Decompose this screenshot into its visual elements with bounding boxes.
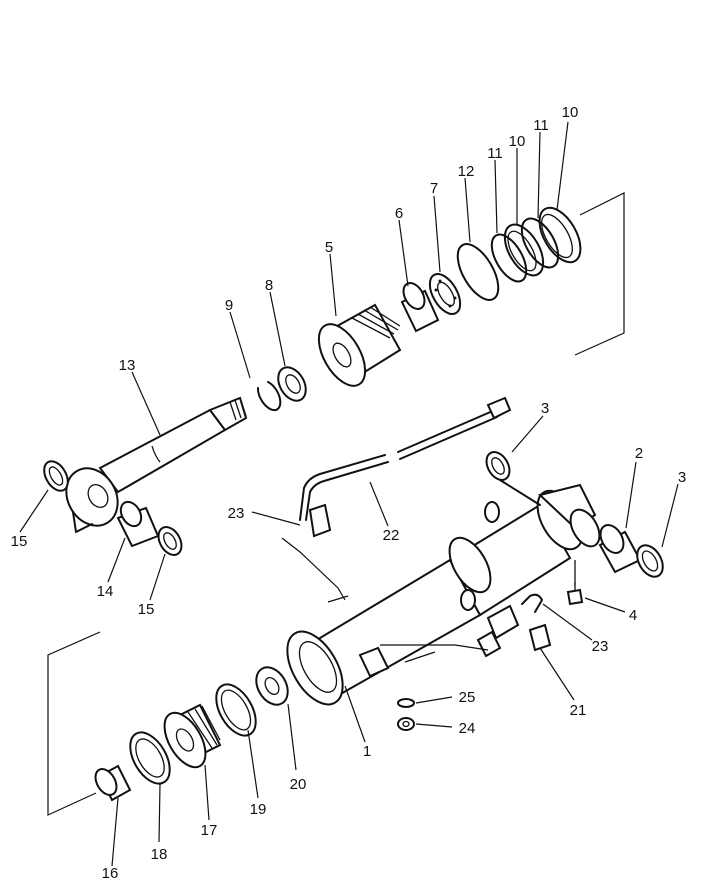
part-4-grease-fitting [566,560,584,606]
part-10-ring-inner [503,223,545,277]
part-24-nut [397,717,415,731]
label-20: 20 [290,776,307,793]
part-13-piston-rod [65,396,248,533]
label-3-top: 3 [541,400,549,417]
label-18: 18 [151,846,168,863]
label-11-mid: 11 [487,145,503,162]
label-2: 2 [635,445,643,462]
label-25: 25 [459,689,476,706]
label-11-top: 11 [533,117,549,134]
label-15-right: 15 [138,601,155,618]
part-20-nut [255,666,289,706]
label-21: 21 [570,702,587,719]
label-13: 13 [119,357,136,374]
label-24: 24 [459,720,476,737]
cylinder-group [47,451,664,816]
label-7: 7 [430,180,438,197]
part-12-wear-ring [456,243,500,301]
label-8: 8 [265,277,273,294]
part-16-bushing [94,764,132,802]
label-1: 1 [363,743,371,760]
part-21-connector [528,623,552,652]
label-19: 19 [250,801,267,818]
part-7-bearing [428,273,462,315]
part-8-nut [277,366,307,402]
label-15-left: 15 [11,533,28,550]
label-17: 17 [201,822,218,839]
label-22: 22 [383,527,400,544]
part-5-piston [317,303,402,387]
part-6-bushing [400,282,440,333]
piston-rod-group [43,192,625,556]
part-3-ring-top [485,451,511,481]
part-15-ring-right [157,526,183,556]
part-11-ring-outer [520,217,560,269]
part-22-pipe [299,396,512,538]
label-4: 4 [629,607,637,624]
part-25-o-ring [397,698,415,708]
part-1-cylinder-tube [286,479,601,706]
part-23-elbow-right [476,593,543,658]
part-3-ring-right [636,544,664,578]
leader-lines [19,121,679,867]
part-14-bushing [116,500,160,548]
label-3-right: 3 [678,469,686,486]
label-10-top: 10 [562,104,579,121]
label-9: 9 [225,297,233,314]
part-2-bushing [598,524,642,574]
part-9-snap-ring [256,381,282,412]
part-15-ring-left [43,460,69,492]
label-16: 16 [102,865,119,880]
label-10-mid: 10 [509,133,526,150]
label-12: 12 [458,163,475,180]
label-23-left: 23 [228,505,245,522]
part-labels: 10 11 10 11 12 7 6 5 8 9 13 15 14 15 3 2… [11,104,687,880]
label-5: 5 [325,239,333,256]
part-19-ring [215,683,257,737]
part-17-gland [163,703,222,769]
part-11-ring-inner [490,233,528,283]
part-18-ring [129,731,171,785]
label-23-right: 23 [592,638,609,655]
label-6: 6 [395,205,403,222]
label-14: 14 [97,583,114,600]
part-10-ring-outer [538,206,582,264]
